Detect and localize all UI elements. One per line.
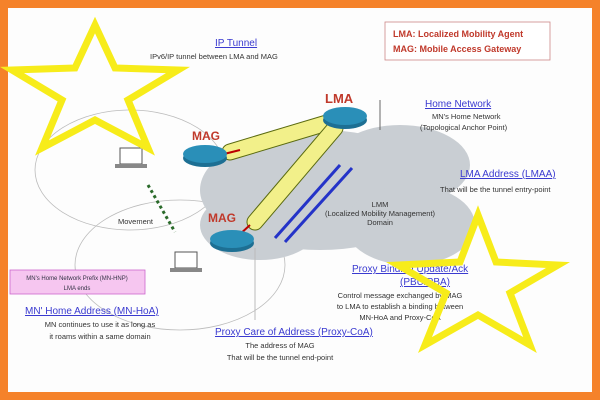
home-network-line2: (Topological Anchor Point) bbox=[420, 123, 508, 132]
lmaa-title: LMA Address (LMAA) bbox=[460, 169, 556, 180]
ip-tunnel-bottom bbox=[247, 120, 343, 230]
hnp-line2: LMA ends bbox=[64, 286, 91, 292]
movement-label: Movement bbox=[118, 217, 154, 226]
star-icon bbox=[386, 205, 570, 353]
home-network-line1: MN's Home Network bbox=[432, 112, 501, 121]
pba-arrow bbox=[283, 166, 354, 244]
laptop-icon bbox=[170, 251, 202, 272]
router-lma-icon bbox=[323, 107, 367, 129]
legend-mag: MAG: Mobile Access Gateway bbox=[393, 44, 521, 54]
lma-label: LMA bbox=[325, 91, 354, 106]
router-mag-top-icon bbox=[183, 145, 227, 167]
hoa-title: MN' Home Address (MN-HoA) bbox=[25, 306, 159, 317]
mag-bottom-label: MAG bbox=[208, 211, 236, 225]
pbu-arrow bbox=[273, 164, 342, 239]
hnp-line1: MN's Home Network Prefix (MN-HNP) bbox=[26, 276, 127, 282]
hnp-box bbox=[9, 269, 146, 295]
home-network-title: Home Network bbox=[425, 99, 492, 110]
hoa-line1: MN continues to use it as long as bbox=[45, 320, 156, 329]
domain-line1: LMM bbox=[372, 200, 389, 209]
mag-area-bottom bbox=[74, 199, 286, 331]
ip-tunnel-desc: IPv6/IP tunnel between LMA and MAG bbox=[150, 52, 278, 61]
ip-tunnel-top bbox=[222, 114, 338, 160]
router-mag-bottom-icon bbox=[210, 230, 254, 252]
domain-line2: (Localized Mobility Management) bbox=[325, 209, 436, 218]
laptop-icon bbox=[115, 147, 147, 168]
pcoa-line2: That will be the tunnel end-point bbox=[227, 353, 334, 362]
legend-box bbox=[384, 21, 551, 61]
mag-top-label: MAG bbox=[192, 129, 220, 143]
pcoa-line1: The address of MAG bbox=[245, 341, 314, 350]
legend-lma: LMA: Localized Mobility Agent bbox=[393, 29, 523, 39]
pbu-line2: to LMA to establish a binding between bbox=[337, 302, 463, 311]
pbu-line3: MN-HoA and Proxy-CoA bbox=[359, 313, 440, 322]
lmaa-desc: That will be the tunnel entry-point bbox=[440, 185, 551, 194]
pbu-line1: Control message exchanged by MAG bbox=[338, 291, 463, 300]
domain-line3: Domain bbox=[367, 218, 393, 227]
ip-tunnel-title: IP Tunnel bbox=[215, 38, 257, 49]
hoa-line2: it roams within a same domain bbox=[49, 332, 150, 341]
pcoa-title: Proxy Care of Address (Proxy-CoA) bbox=[215, 327, 373, 338]
star-icon bbox=[0, 16, 191, 156]
